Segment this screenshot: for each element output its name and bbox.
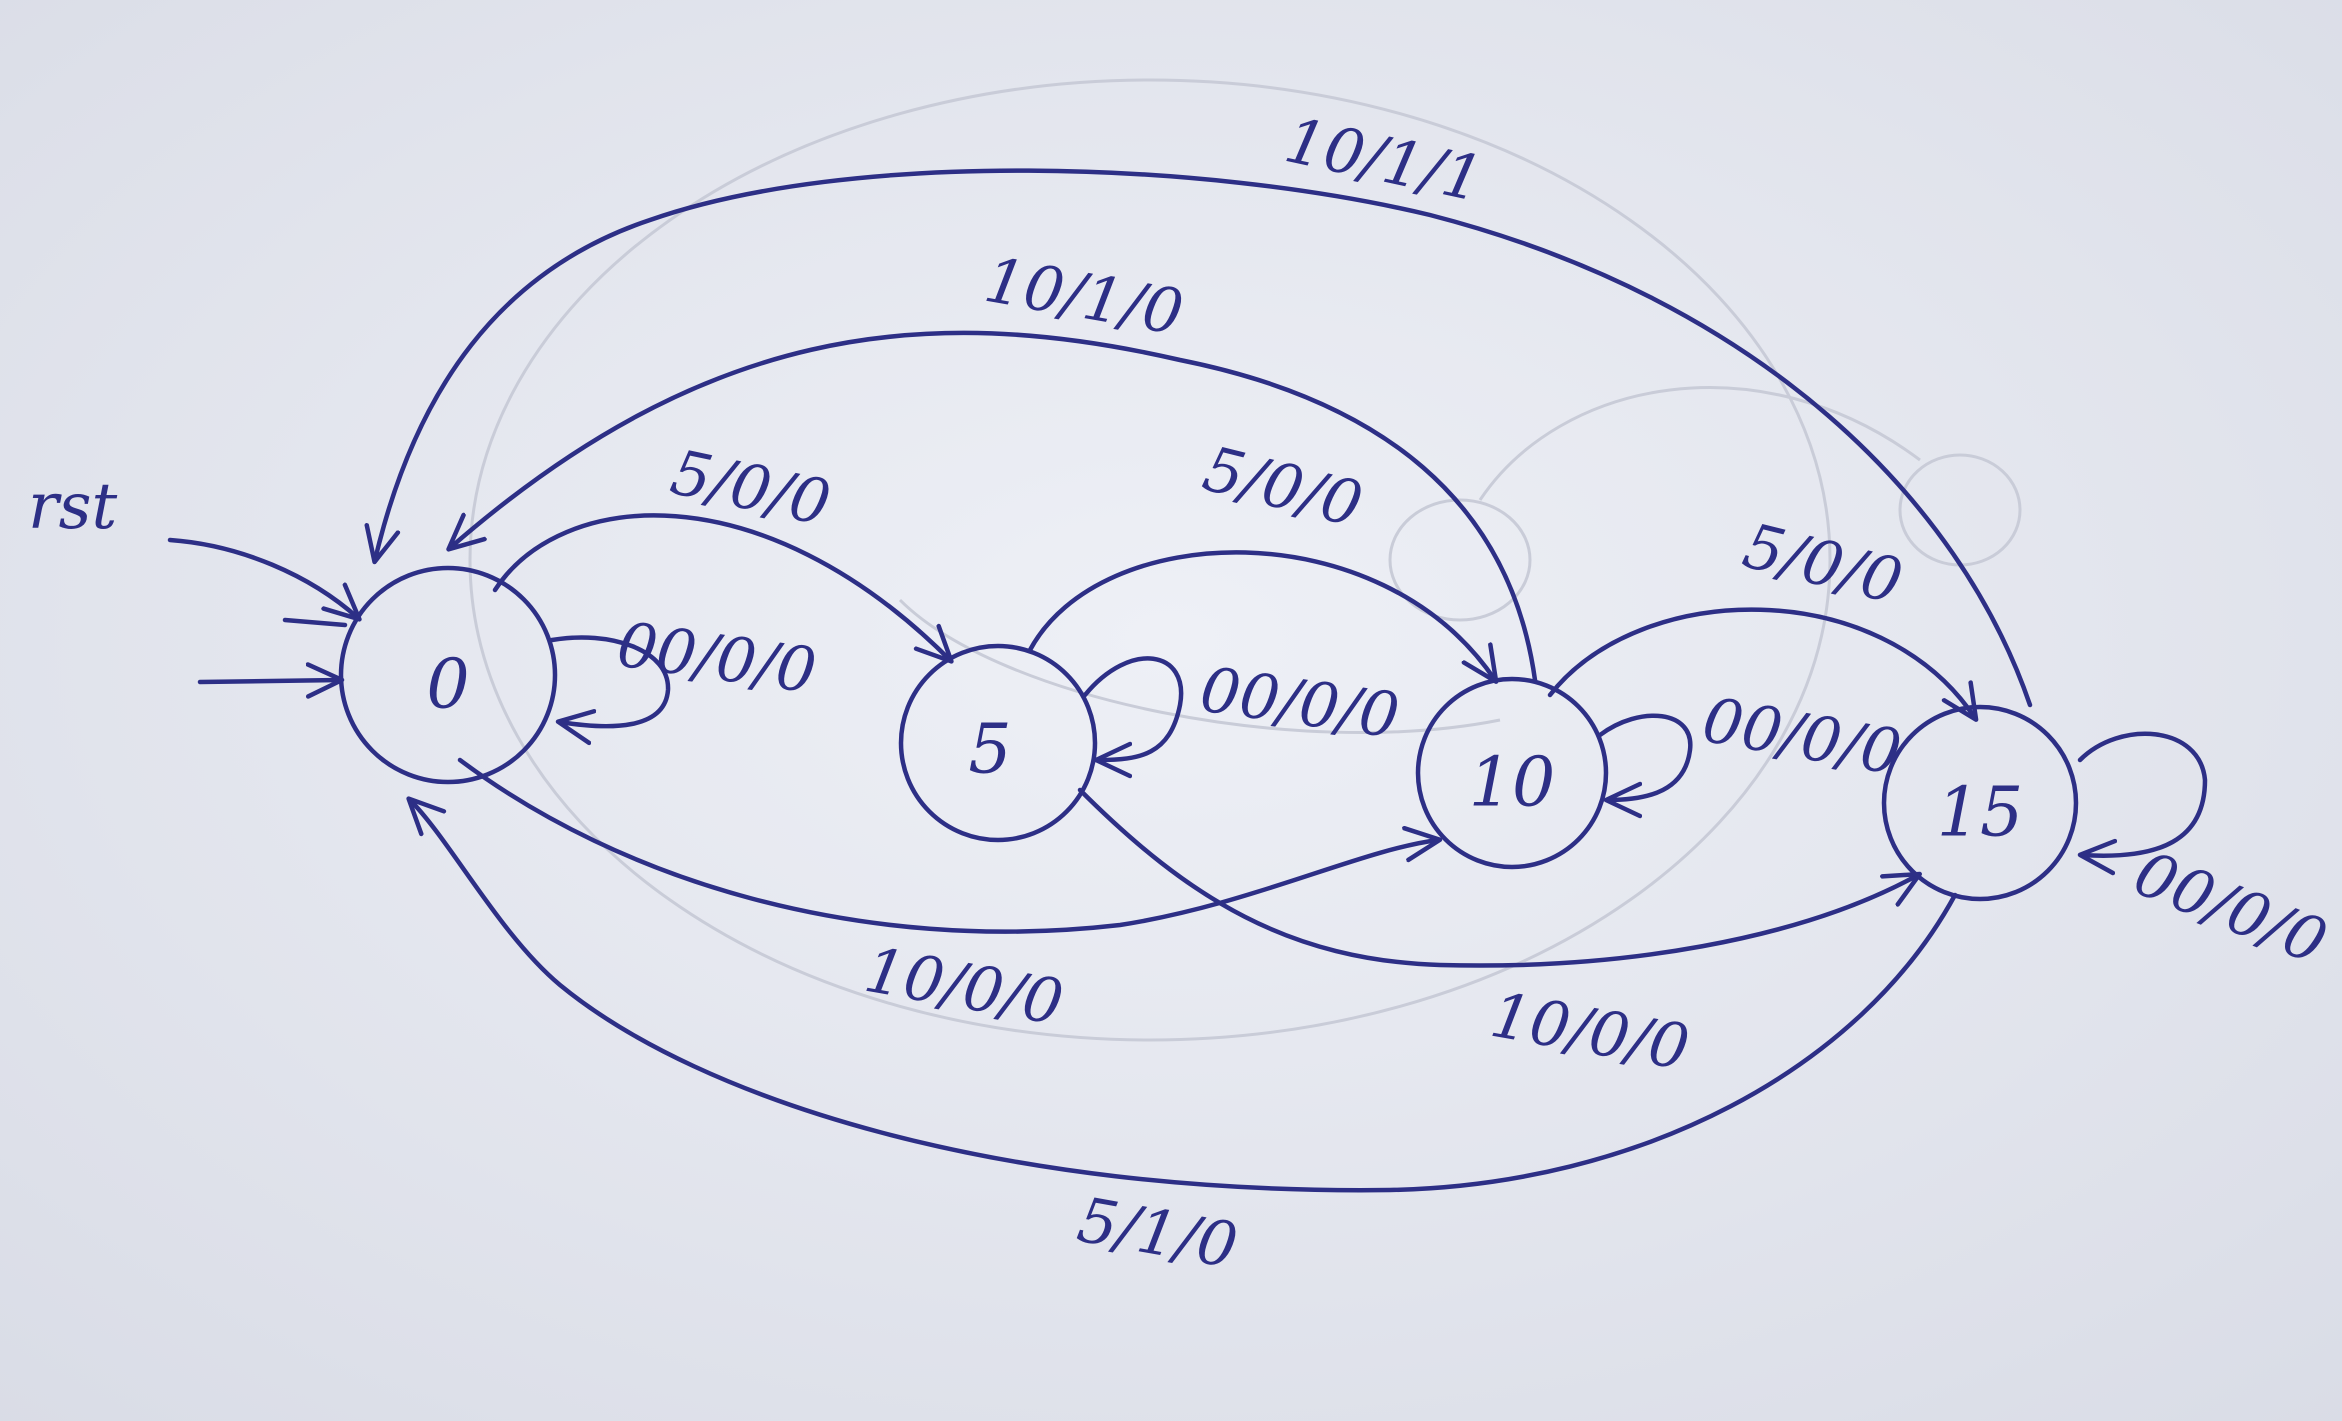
- edge-5-to-15: [1077, 787, 1918, 968]
- state-0-circle: [338, 565, 558, 785]
- edge-10-to-15: [1547, 607, 1975, 718]
- ghost-ellipse: [468, 78, 1832, 1042]
- ghost-arc-1: [1478, 386, 1921, 501]
- edge-0-to-5: [492, 513, 950, 660]
- edge-5-to-10: [1027, 550, 1495, 680]
- state-0[interactable]: 0: [338, 565, 558, 785]
- state-10[interactable]: 10: [1415, 676, 1609, 870]
- state-5-circle: [898, 643, 1098, 843]
- state-10-label: 10: [1469, 744, 1556, 823]
- state-0-label: 0: [426, 646, 469, 725]
- initial-arrow-tick: [282, 617, 348, 628]
- self-loop-5: [1082, 656, 1184, 760]
- transitions: [375, 168, 2208, 1193]
- self-loop-15: [2077, 731, 2208, 856]
- state-5-label: 5: [968, 711, 1011, 790]
- edge-0-to-10: [457, 757, 1438, 934]
- initial-arrow: [197, 680, 340, 682]
- edge-15-to-0-bottom: [410, 800, 1958, 1193]
- state-15[interactable]: 15: [1881, 704, 2079, 902]
- self-loop-0: [549, 635, 671, 726]
- reset-arrow: [167, 537, 358, 618]
- state-15-label: 15: [1937, 774, 2024, 853]
- states: 0 5 10 15: [338, 565, 2079, 902]
- reset-arrows: rst: [28, 470, 358, 682]
- state-5[interactable]: 5: [898, 643, 1098, 843]
- ghost-circle-2: [1388, 498, 1532, 622]
- state-10-circle: [1415, 676, 1609, 870]
- state-15-circle: [1881, 704, 2079, 902]
- self-loop-10: [1597, 713, 1693, 800]
- edge-10-to-0: [450, 330, 1538, 683]
- reset-label: rst: [28, 470, 117, 544]
- edge-15-to-0-outer: [375, 168, 2033, 708]
